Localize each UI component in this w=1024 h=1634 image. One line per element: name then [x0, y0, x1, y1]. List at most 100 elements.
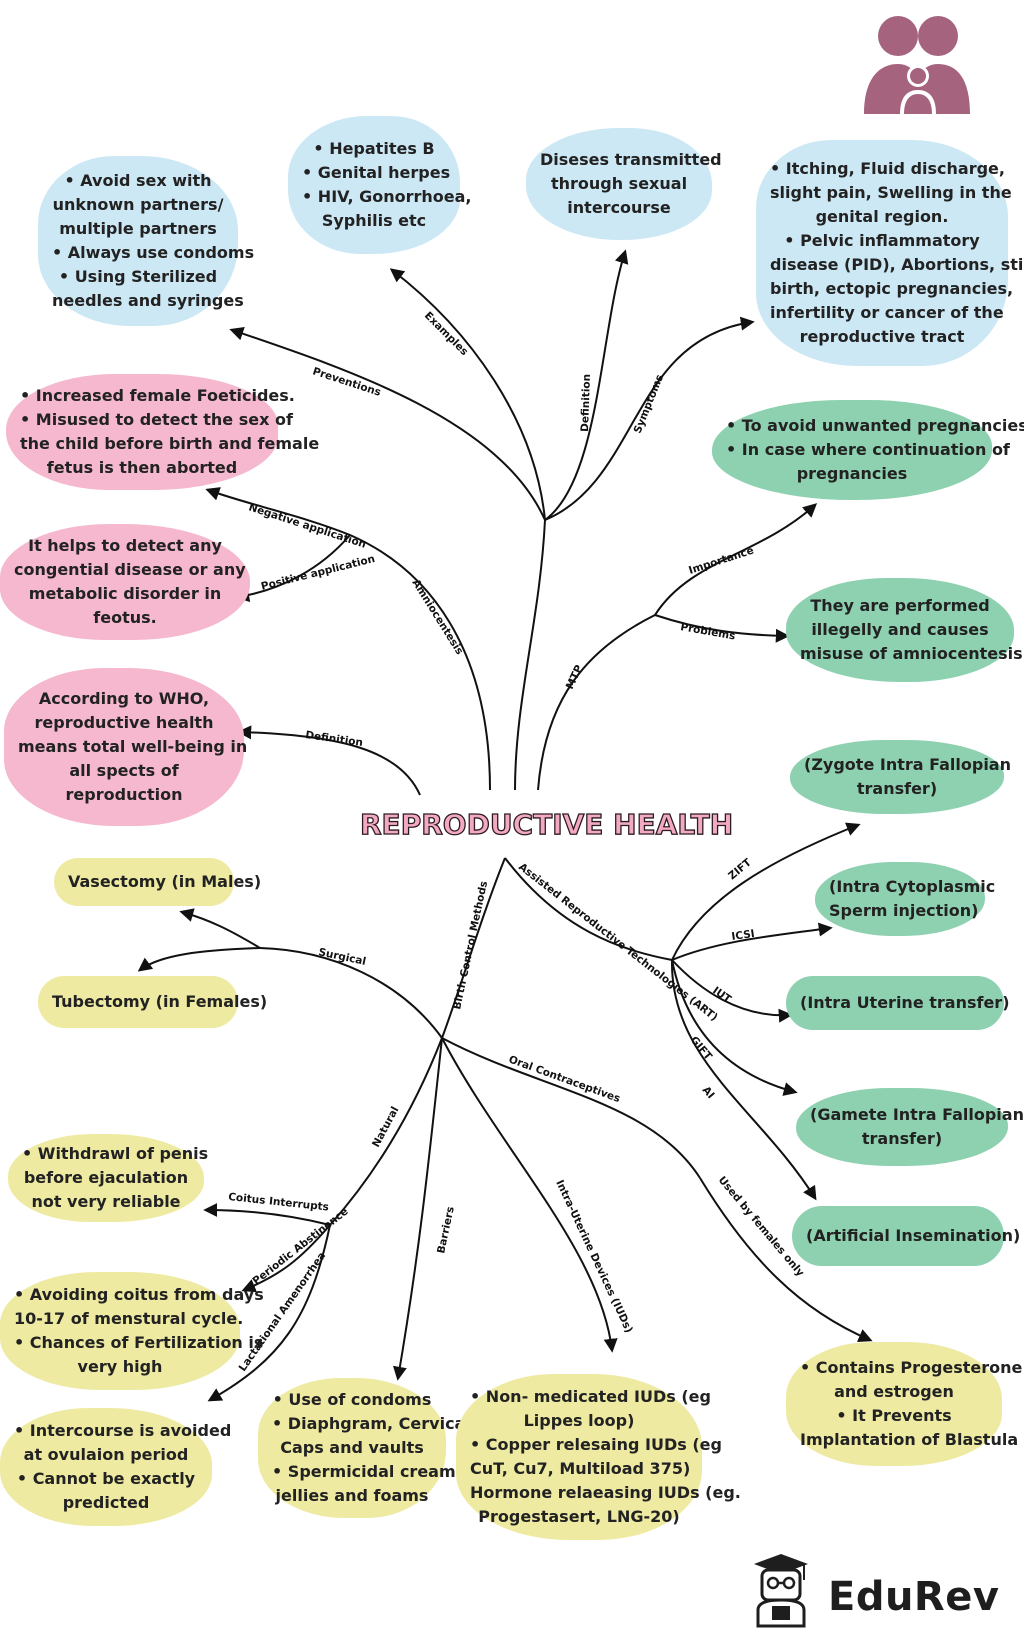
box-text-line: (Gamete Intra Fallopian	[810, 1105, 1024, 1124]
box-text-line: metabolic disorder in	[28, 584, 222, 603]
label-barriers: Barriers	[435, 1206, 457, 1255]
box-text-line: • Genital herpes	[302, 163, 451, 182]
box-text-line: predicted	[62, 1493, 150, 1512]
box-text-line: all spects of	[69, 761, 179, 780]
box-text-line: congential disease or any	[14, 560, 246, 579]
box-importance: • To avoid unwanted pregnancies • In case…	[712, 400, 1024, 500]
line-oral	[441, 1037, 701, 1179]
box-text-line: Implantation of Blastula	[800, 1430, 1019, 1449]
box-text-line: misuse of amniocentesis	[800, 644, 1023, 663]
line-barriers	[392, 1037, 443, 1381]
line-examples	[389, 268, 546, 521]
box-ai: (Artificial Insemination)	[792, 1206, 1021, 1266]
line-amniocentesis	[349, 534, 491, 791]
line-symptoms	[544, 316, 755, 521]
box-text-line: not very reliable	[31, 1192, 181, 1211]
box-positive-application: It helps to detect any congential disease…	[0, 524, 250, 640]
label-symptoms: Symptoms	[632, 373, 666, 435]
box-text-line: • Itching, Fluid discharge,	[770, 159, 1005, 178]
box-text-line: genital region.	[815, 207, 949, 226]
box-lactational: • Intercourse is avoided at ovulaion peri…	[0, 1408, 232, 1526]
box-text-line: • Intercourse is avoided	[14, 1421, 232, 1440]
label-oral-contraceptives: Oral Contraceptives	[507, 1054, 622, 1106]
line-lactational	[207, 1224, 331, 1402]
label-importance: Importance	[687, 545, 755, 577]
box-text-line: very high	[77, 1357, 163, 1376]
box-text-line: According to WHO,	[38, 689, 210, 708]
line-iut	[671, 959, 793, 1023]
box-text-line: the child before birth and female	[20, 434, 320, 453]
label-coitus-interrupts: Coitus Interrupts	[228, 1191, 330, 1213]
box-text-line: pregnancies	[796, 464, 908, 483]
box-text-line: • Chances of Fertilization is	[14, 1333, 264, 1352]
box-text-line: Sperm injection)	[829, 901, 979, 920]
trunk-line	[514, 519, 546, 791]
box-text-line: 10-17 of menstural cycle.	[14, 1309, 244, 1328]
box-text-line: • Pelvic inflammatory	[784, 231, 980, 250]
box-vasectomy: Vasectomy (in Males)	[54, 858, 262, 906]
label-negative-application: Negative application	[247, 501, 367, 550]
box-text-line: • Withdrawl of penis	[22, 1144, 209, 1163]
line-definition-left	[237, 725, 421, 796]
line-gift	[671, 959, 798, 1096]
label-positive-application: Positive application	[260, 553, 376, 593]
line-preventions	[229, 326, 546, 521]
label-icsi: ICSI	[731, 928, 756, 943]
box-iut: (Intra Uterine transfer)	[786, 976, 1010, 1030]
label-problems: Problems	[679, 621, 736, 642]
box-text-line: (Intra Uterine transfer)	[800, 993, 1010, 1012]
box-text-line: needles and syringes	[52, 291, 244, 310]
box-text-line: • To avoid unwanted pregnancies	[726, 416, 1024, 435]
box-text-line: (Intra Cytoplasmic	[829, 877, 996, 896]
box-text-line: transfer)	[856, 779, 938, 798]
box-periodic-abstinence: • Avoiding coitus from days 10-17 of mens…	[0, 1272, 264, 1390]
label-gift: GIFT	[688, 1034, 715, 1063]
line-definition-top	[544, 249, 629, 521]
line-negative	[205, 487, 351, 536]
page-title: REPRODUCTIVE HEALTH	[359, 807, 734, 841]
box-text-line: intercourse	[567, 198, 671, 217]
box-text-line: It helps to detect any	[28, 536, 222, 555]
label-lactational-amenorrhea: Lactational Amenorrhea	[237, 1250, 329, 1374]
line-icsi	[671, 922, 833, 961]
box-text-line: CuT, Cu7, Multiload 375)	[470, 1459, 691, 1478]
line-importance	[654, 503, 818, 616]
line-art	[504, 857, 673, 961]
box-text-line: Caps and vaults	[280, 1438, 424, 1457]
box-text-line: at ovulaion period	[23, 1445, 189, 1464]
line-used-by-females	[699, 1177, 873, 1343]
box-text-line: Progestasert, LNG-20)	[478, 1507, 680, 1526]
line-iuds	[441, 1037, 618, 1353]
line-coitus	[203, 1203, 331, 1226]
line-problems	[654, 614, 790, 643]
line-natural	[329, 1037, 443, 1226]
box-text-line: reproduction	[65, 785, 183, 804]
edurev-logo-text: EduRev	[828, 1574, 1000, 1620]
box-text-line: • Diaphgram, Cervical	[272, 1414, 471, 1433]
label-amniocentesis: Amniocentesis	[409, 577, 465, 657]
box-text-line: • Avoiding coitus from days	[14, 1285, 264, 1304]
box-text-line: • In case where continuation of	[726, 440, 1010, 459]
label-birth-control: Birth Control Methods	[451, 880, 490, 1011]
box-negative-application: • Increased female Foeticides.• Misused …	[6, 374, 320, 490]
box-text-line: unknown partners/	[52, 195, 224, 214]
box-text-line: Vasectomy (in Males)	[68, 872, 262, 891]
box-text-line: birth, ectopic pregnancies,	[770, 279, 1014, 298]
line-ai	[670, 959, 817, 1201]
box-text-line: (Artificial Insemination)	[806, 1226, 1021, 1245]
line-vasectomy	[179, 908, 261, 949]
box-text-line: • Avoid sex with	[64, 171, 212, 190]
box-text-line: • HIV, Gonorrhoea,	[302, 187, 472, 206]
line-surgical	[259, 947, 443, 1039]
box-text-line: Syphilis etc	[321, 211, 427, 230]
box-text-line: slight pain, Swelling in the	[770, 183, 1012, 202]
box-text-line: • Increased female Foeticides.	[20, 386, 295, 405]
box-text-line: disease (PID), Abortions, still	[770, 255, 1024, 274]
